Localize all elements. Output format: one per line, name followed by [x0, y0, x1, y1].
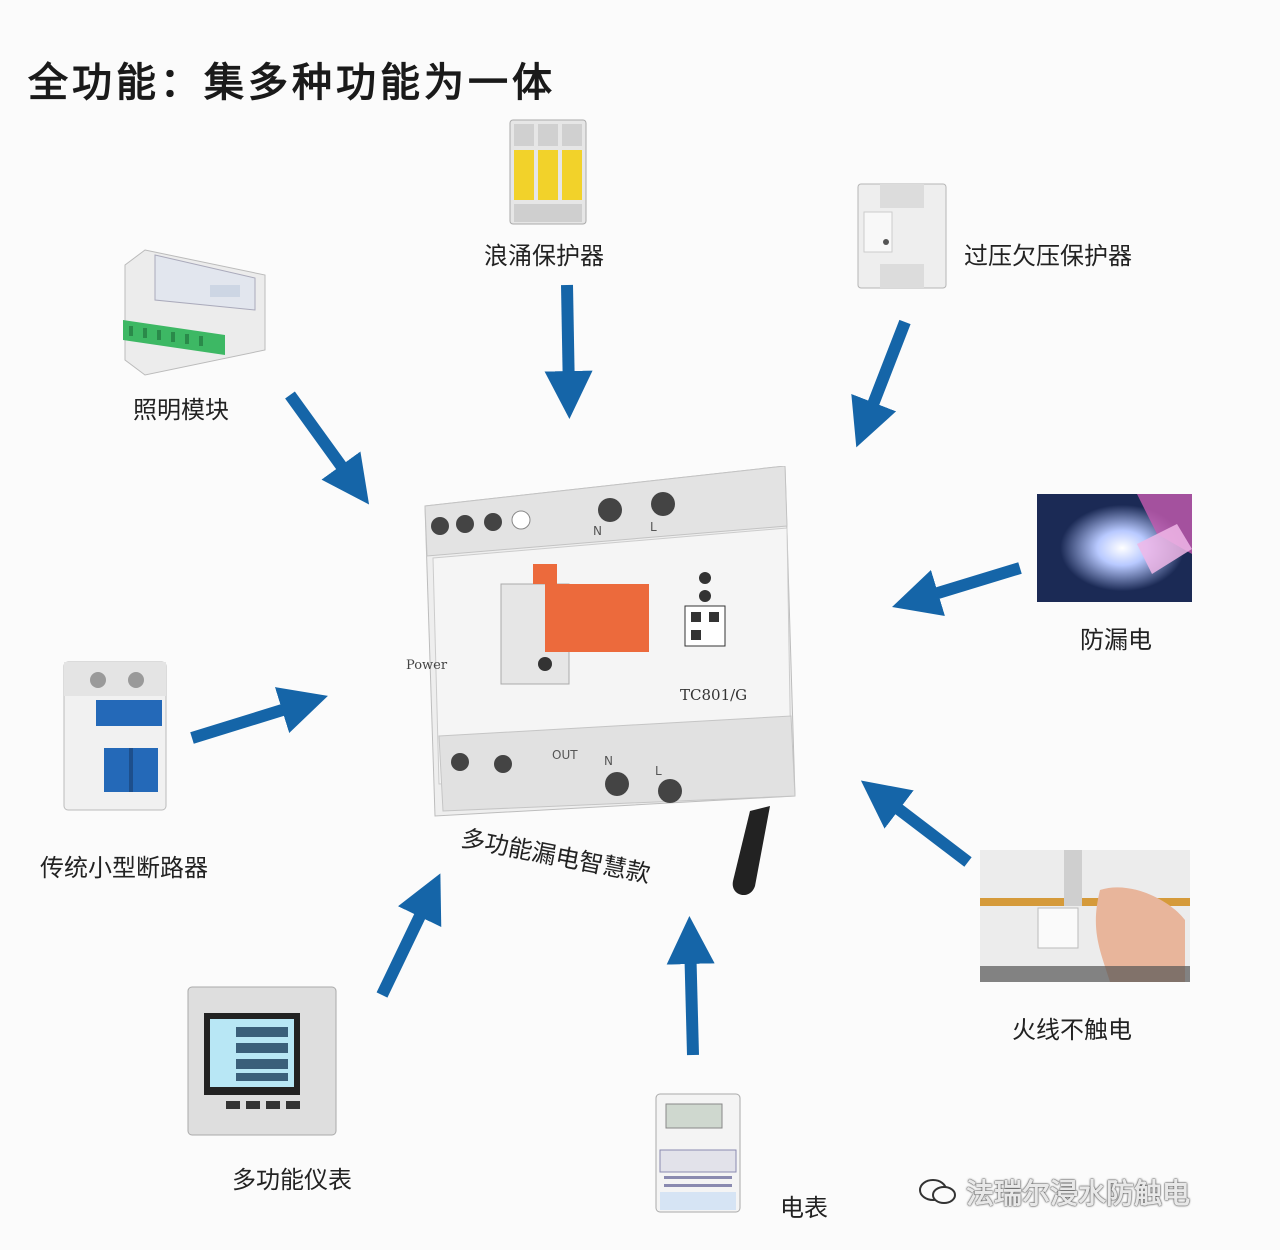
lighting-module-image	[115, 240, 280, 389]
label-breaker: 传统小型断路器	[40, 854, 208, 882]
label-surge: 浪涌保护器	[484, 242, 604, 270]
center-power-label: Power	[406, 658, 448, 673]
electricity-meter-image	[654, 1092, 742, 1218]
label-lighting: 照明模块	[133, 396, 229, 424]
label-meter: 电表	[780, 1194, 828, 1222]
breaker-image	[60, 658, 170, 817]
multifunction-meter-image	[186, 985, 338, 1141]
surge-protector-image	[508, 118, 588, 232]
label-overvoltage: 过压欠压保护器	[964, 242, 1132, 270]
arrow-surge	[544, 284, 593, 419]
wechat-icon	[919, 1179, 956, 1204]
label-leakage: 防漏电	[1080, 626, 1152, 654]
center-l-top-label: L	[650, 520, 657, 534]
arrow-meter-multi	[376, 873, 442, 998]
center-model-label: TC801/G	[680, 686, 748, 704]
page-title: 全功能：集多种功能为一体	[28, 60, 556, 106]
watermark-text: 法瑞尔浸水防触电	[966, 1177, 1191, 1210]
center-n-bottom-label: N	[604, 754, 613, 768]
overvoltage-protector-image	[856, 182, 948, 294]
live-wire-photo	[980, 850, 1190, 986]
center-l-bottom-label: L	[655, 764, 662, 778]
arrow-overvoltage	[851, 319, 911, 448]
arrow-live-wire	[860, 780, 972, 867]
center-out-label: OUT	[552, 748, 578, 762]
center-product-image	[395, 465, 815, 910]
leakage-photo	[1037, 494, 1192, 606]
arrow-leakage	[892, 562, 1022, 616]
label-meter-multi: 多功能仪表	[232, 1166, 352, 1194]
watermark: 法瑞尔浸水防触电	[918, 1172, 1190, 1212]
label-live-wire: 火线不触电	[1012, 1016, 1132, 1044]
arrow-lighting	[285, 391, 370, 505]
arrow-meter	[666, 916, 715, 1056]
center-n-top-label: N	[593, 524, 602, 538]
arrow-breaker	[190, 687, 328, 744]
